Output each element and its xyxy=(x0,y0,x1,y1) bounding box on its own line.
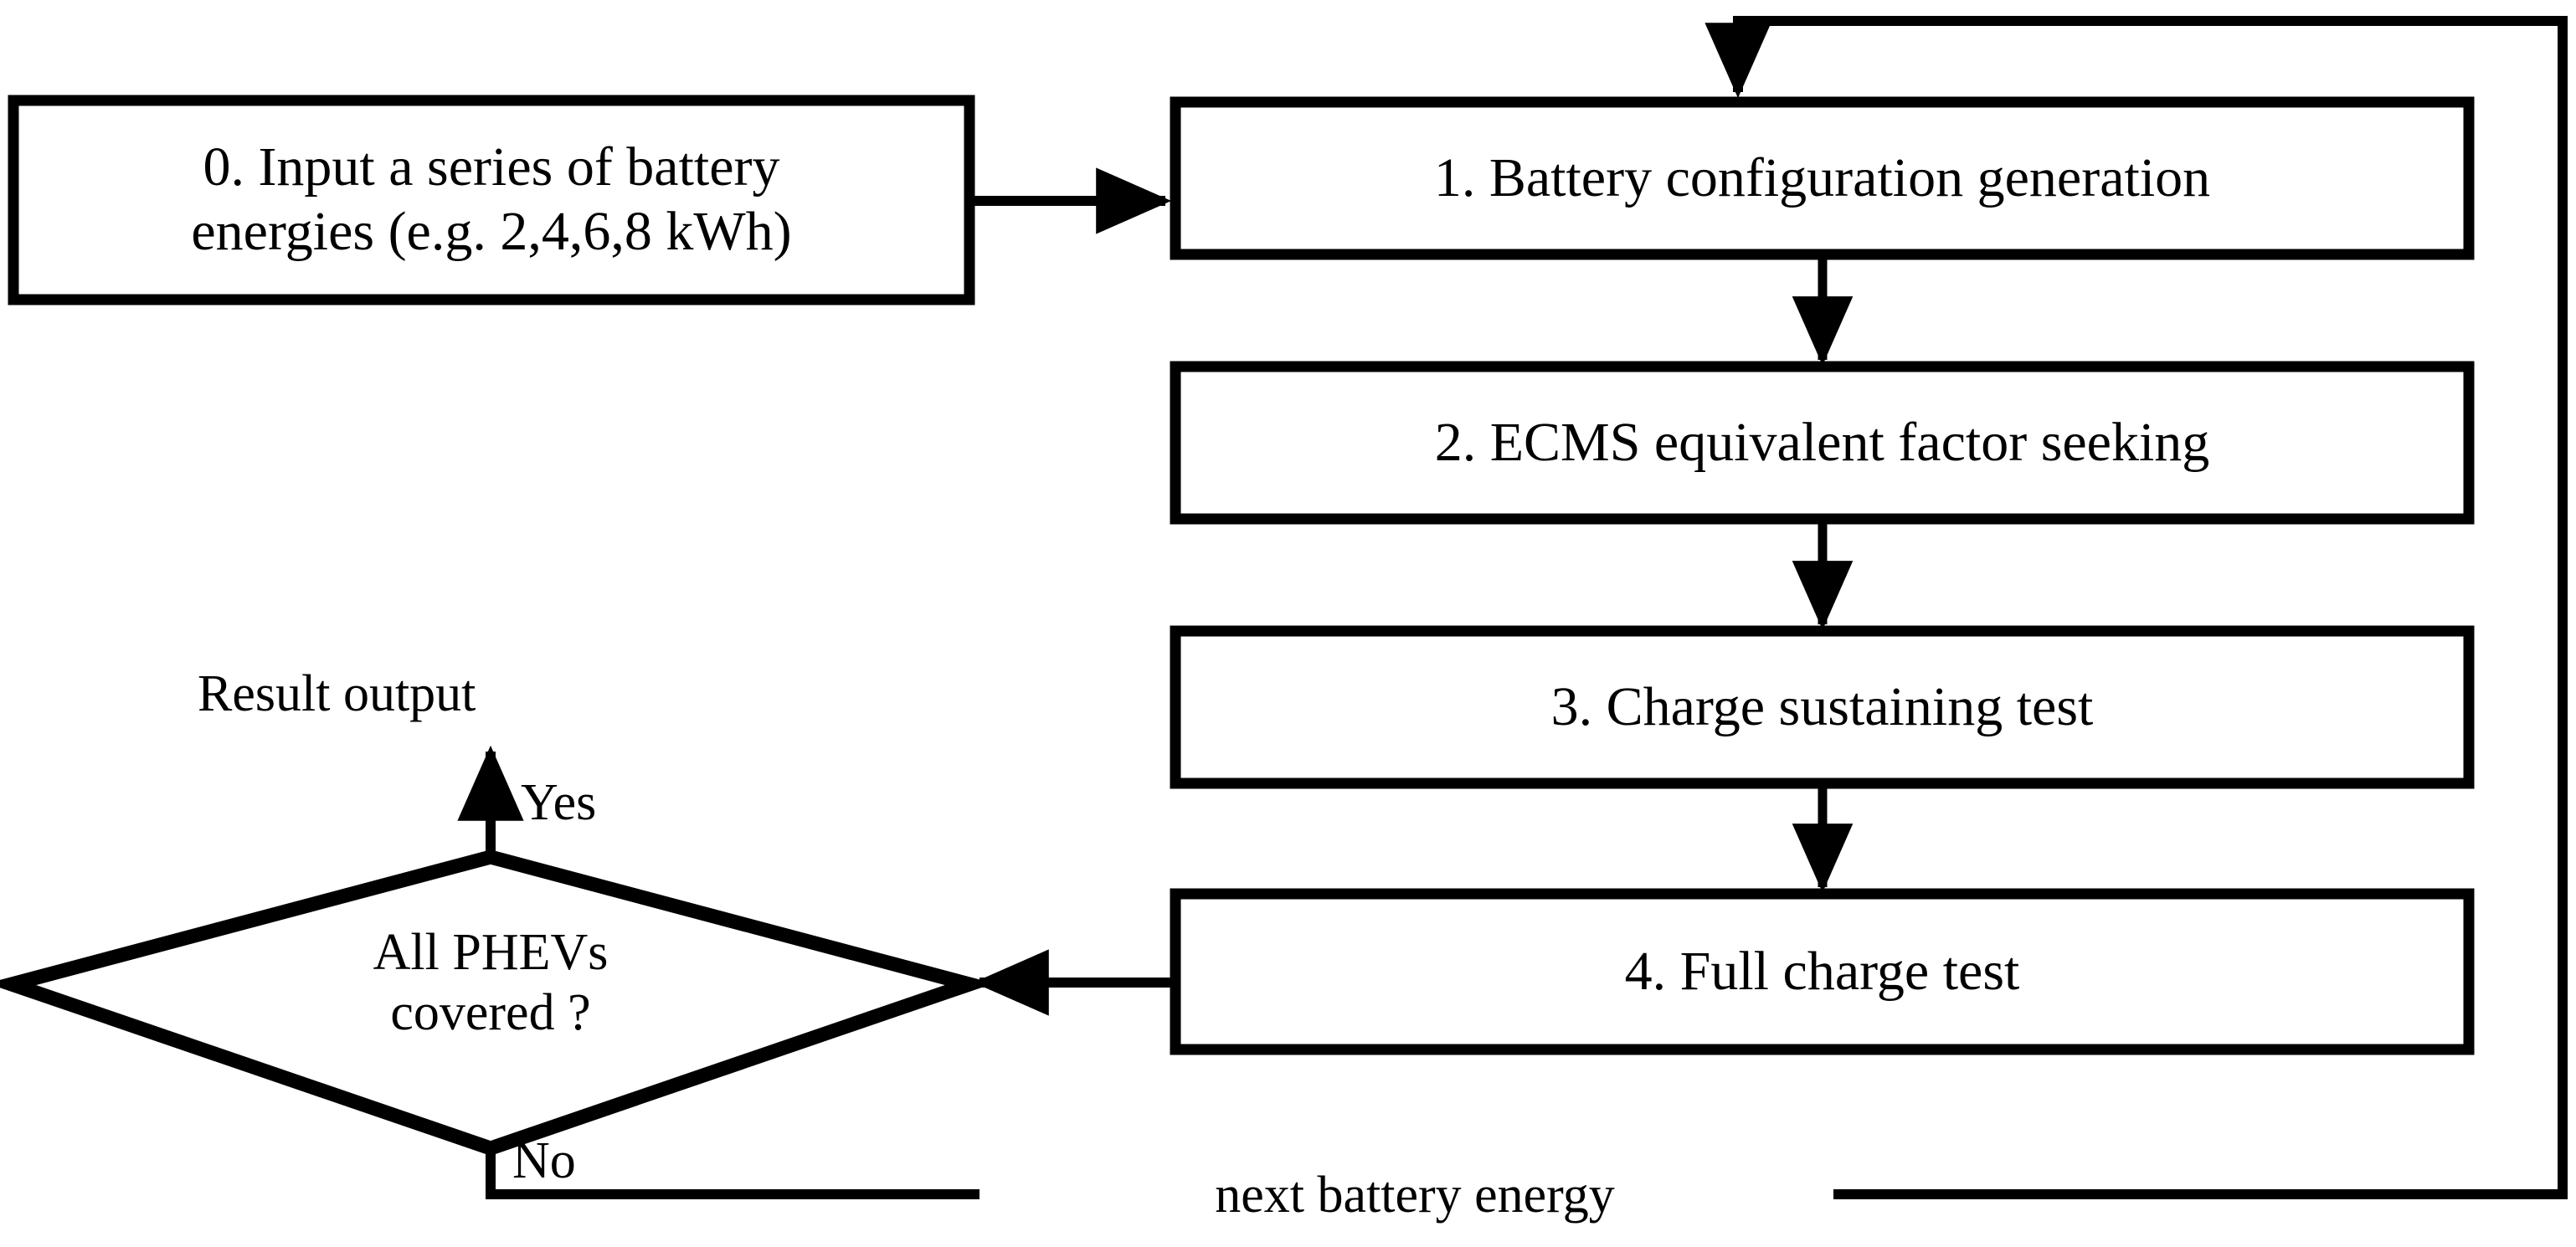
node-step4-box[interactable] xyxy=(1170,888,2475,1055)
node-step3-box[interactable] xyxy=(1170,625,2475,789)
node-decision-diamond[interactable] xyxy=(0,849,995,1156)
edge-loopback-to-step1 xyxy=(1704,16,2568,1199)
node-input-box[interactable] xyxy=(8,95,975,305)
node-step2-box[interactable] xyxy=(1170,361,2475,525)
edge-decision-no-segment-a xyxy=(486,1148,979,1199)
node-step1-box[interactable] xyxy=(1170,96,2475,260)
